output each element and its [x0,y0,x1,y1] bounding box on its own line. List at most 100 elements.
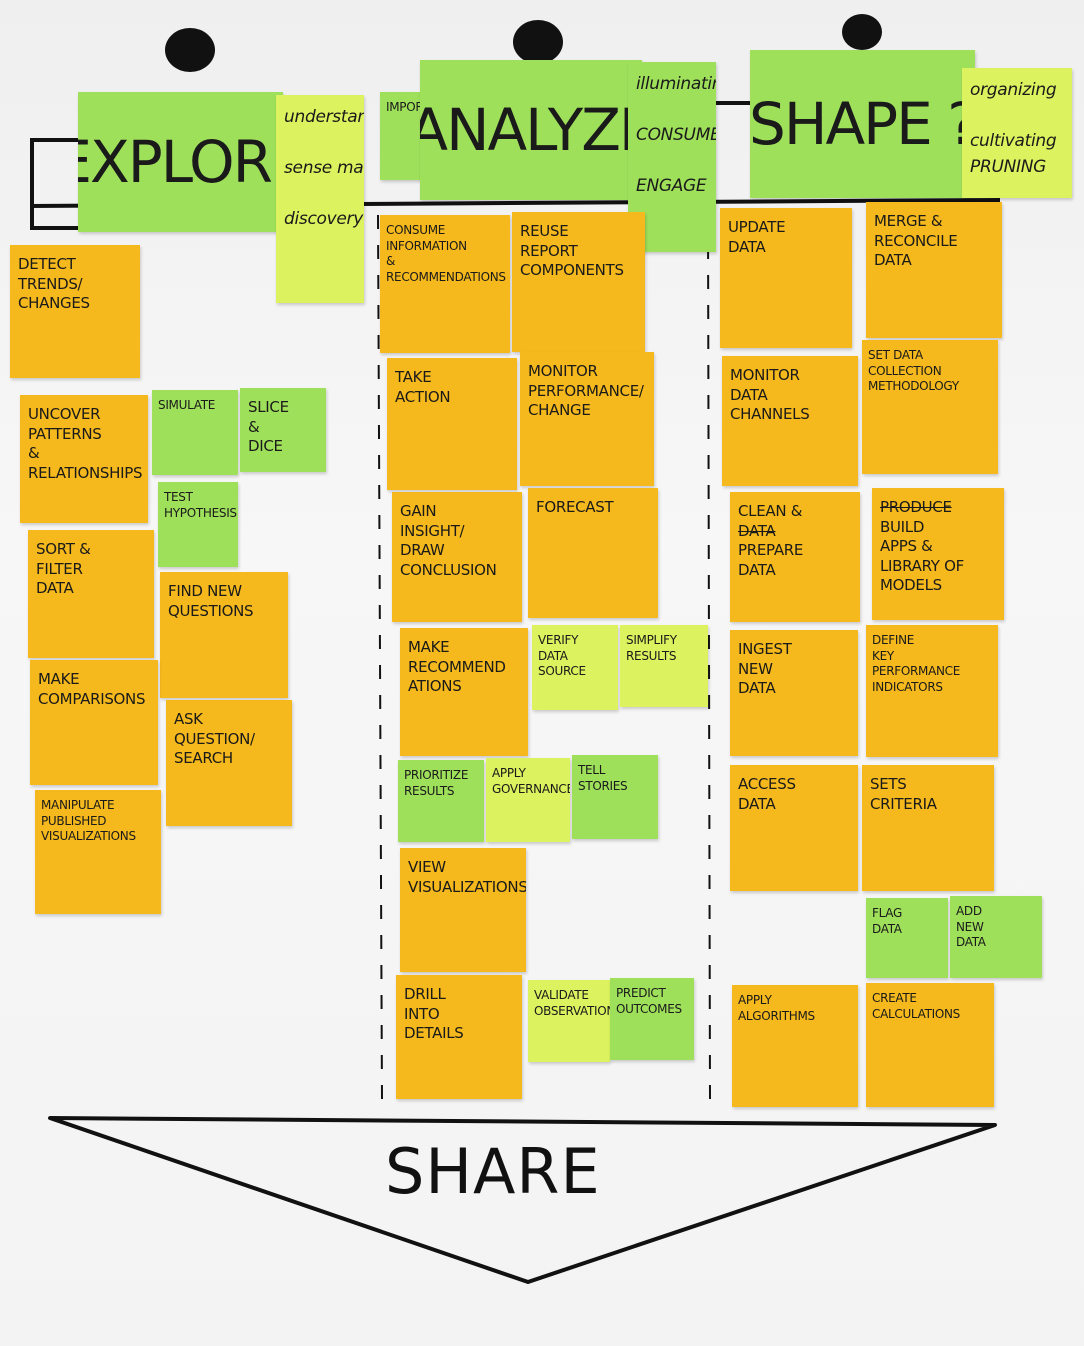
sticky-note-slice-dice: SLICE&DICE [240,388,326,472]
note-text-line: MONITOR [730,366,800,384]
note-text-line: SORT & [36,540,91,558]
note-text-line: VISUALIZATIONS [41,829,136,844]
note-text-line: NEW [956,919,984,934]
note-text-line: PRUNING [970,156,1047,177]
note-text-line: CONCLUSION [400,560,497,579]
note-text-line: DATA [874,251,912,269]
note-text-line: ACCESS [738,775,796,793]
note-text-line: DATA [738,521,776,540]
note-text-line: INDICATORS [872,679,943,694]
note-text-line: SLICE [248,398,289,416]
note-text-line: UPDATE [728,218,786,236]
note-text-line: SOURCE [538,664,586,679]
note-text-line: RECOMMEND [408,657,506,676]
note-text-line: discovery [284,209,363,229]
note-text-line: ADD [956,904,982,918]
note-text-line: MAKE [408,638,450,656]
note-text-line: VIEW [408,858,446,876]
note-text-line: RECOMMENDATIONS [386,269,506,284]
note-text-line: PATTERNS [28,424,102,443]
note-text-line: GOVERNANCE [492,781,570,796]
note-text-line: UNCOVER [28,405,101,423]
note-text-line: NEW [738,659,773,678]
note-text-line: TRENDS/ [18,274,83,293]
note-text-line: CLEAN & [738,502,803,520]
note-text-line: COLLECTION [868,363,942,378]
note-text-line: RELATIONSHIPS [28,463,143,482]
note-text-line: organizing [970,80,1057,100]
note-text-line: CRITERIA [870,794,937,813]
note-text-line: EXPLORE [78,128,283,196]
marker-dot [165,28,215,72]
note-text-line: GAIN [400,502,437,520]
note-text-line: SETS [870,775,907,793]
note-text-line: FIND NEW [168,582,242,600]
note-text-line: VISUALIZATIONS [408,877,526,896]
note-text-line: ATIONS [408,677,462,695]
note-text-line: APPLY [492,766,526,780]
note-text-line: OBSERVATION [534,1003,610,1018]
note-text-line: PUBLISHED [41,813,107,828]
note-text-line: DRAW [400,541,445,559]
note-text-line: VALIDATE [534,988,589,1002]
sticky-note-impor-note: impor [380,92,425,180]
note-text-line: MERGE & [874,212,943,230]
share-triangle [48,1116,997,1284]
note-text-line: sense making [284,158,364,178]
note-text-line: CREATE [872,991,917,1005]
note-text-line: ENGAGE [636,176,707,196]
note-text-line: MANIPULATE [41,798,115,812]
note-text-line [970,104,1064,130]
note-text-line: INGEST [738,640,792,658]
note-text-line: DATA [728,237,766,256]
note-text-line: impor [386,100,424,114]
note-text-line: QUESTION/ [174,729,255,748]
sticky-note-shape-header: SHAPE ? [750,50,975,198]
note-text-line: DATA [738,679,776,697]
note-text-line: DATA [730,385,768,404]
note-text-line: KEY [872,648,894,663]
note-text-line: DETAILS [404,1024,464,1042]
note-text-line: VERIFY [538,633,579,647]
note-text-line: & [28,444,40,462]
sticky-note-simulate: SIMULATE [152,390,238,475]
note-text-line: DICE [248,437,283,455]
sticky-note-explore-words: understanding sense making discovery [276,95,364,303]
note-text-line [284,182,356,208]
share-label: SHARE [385,1135,601,1208]
note-text-line: CALCULATIONS [872,1006,960,1021]
note-text-line: TELL [578,763,606,777]
note-text-line: ALGORITHMS [738,1008,815,1023]
note-text-line: SEARCH [174,749,233,767]
note-text-line: ACTION [395,387,451,406]
note-text-line: SHAPE ? [750,90,975,158]
note-text-line: PERFORMANCE/ [528,381,644,400]
note-text-line: illuminating [636,74,716,94]
note-text-line: RESULTS [626,648,677,663]
note-text-line: understanding [284,107,364,127]
note-text-line: RECONCILE [874,231,958,250]
